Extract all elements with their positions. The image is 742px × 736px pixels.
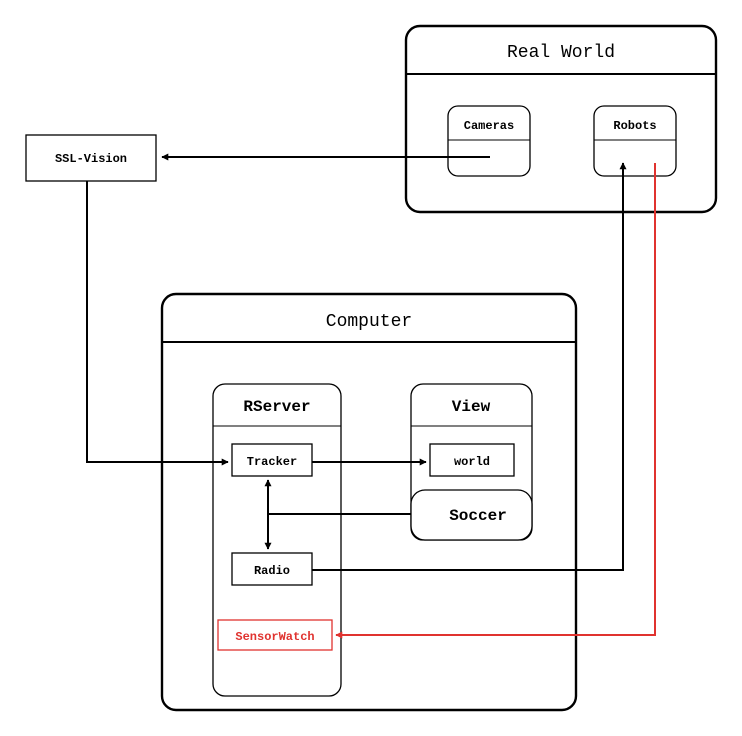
sensorwatch-module: SensorWatch [217, 619, 333, 651]
edge-radio-to-robots [312, 162, 627, 571]
sensorwatch-label: SensorWatch [235, 630, 314, 644]
real-world-title: Real World [507, 43, 615, 63]
tracker-label: Tracker [247, 455, 297, 469]
world-module: world [429, 443, 515, 477]
edge-robots-to-sensorwatch [335, 163, 656, 639]
radio-label: Radio [254, 564, 290, 578]
tracker-module: Tracker [231, 443, 313, 477]
ssl-vision-box: SSL-Vision [25, 134, 157, 182]
computer-title: Computer [326, 312, 412, 332]
soccer-component: Soccer [410, 489, 533, 541]
cameras-component: Cameras [447, 105, 531, 177]
robots-label: Robots [613, 119, 656, 133]
robots-component: Robots [593, 105, 677, 177]
cameras-label: Cameras [464, 119, 514, 133]
world-label: world [454, 455, 490, 469]
soccer-label: Soccer [449, 507, 507, 525]
ssl-vision-label: SSL-Vision [55, 152, 127, 166]
view-label: View [452, 398, 491, 416]
edge-ssl-vision-to-tracker [86, 181, 229, 466]
radio-module: Radio [231, 552, 313, 586]
rserver-label: RServer [243, 398, 310, 416]
